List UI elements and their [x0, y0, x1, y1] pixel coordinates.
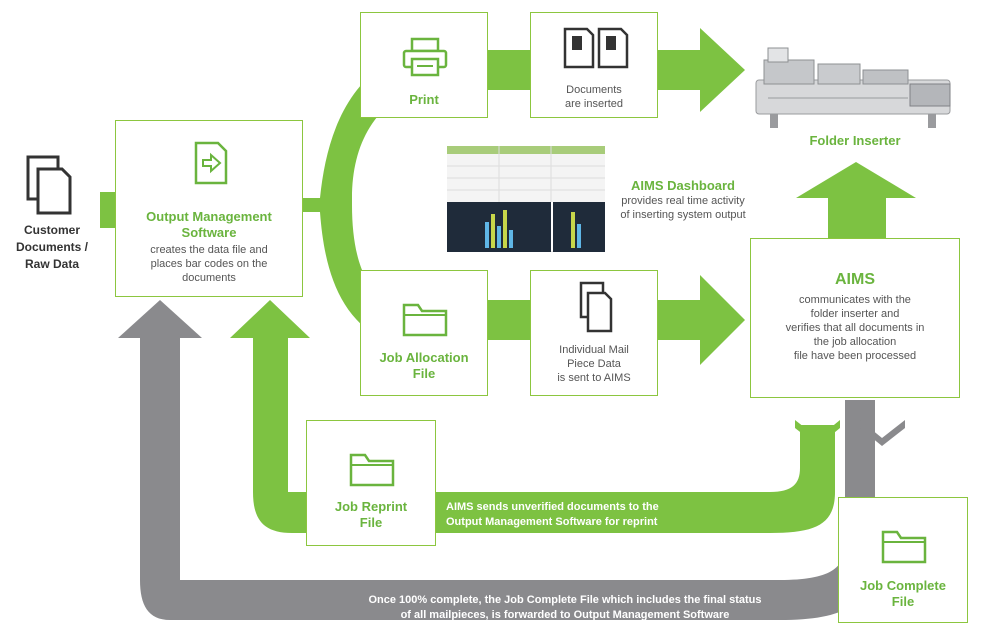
folder-inserter-machine-icon — [755, 47, 951, 128]
up-arrow-head — [796, 162, 916, 198]
document-pair-icon — [563, 27, 629, 69]
top-arrow-head — [700, 28, 745, 112]
folder-icon — [402, 303, 448, 337]
print-title: Print — [409, 92, 439, 107]
green-reprint-arrow — [230, 300, 835, 533]
dashboard-label: AIMS Dashboard provides real time activi… — [620, 178, 746, 221]
green-down-chevron — [795, 420, 840, 446]
middle-arrow-head — [700, 275, 745, 365]
complete-text: Once 100% complete, the Job Complete Fil… — [368, 594, 762, 621]
aims-title: AIMS — [835, 271, 875, 288]
printer-icon — [402, 37, 448, 77]
documents-icon — [26, 155, 72, 215]
gray-down-chevron — [860, 420, 905, 446]
up-arrow-shaft — [828, 195, 886, 240]
dashboard-screenshot — [447, 146, 605, 252]
print-box: Print — [360, 12, 488, 118]
file-arrow-icon — [194, 141, 228, 185]
folder-inserter-label: Folder Inserter — [809, 133, 901, 148]
gray-return-arrow — [118, 300, 875, 620]
documents-icon — [579, 281, 613, 333]
folder-icon — [881, 530, 927, 564]
folder-icon — [349, 453, 395, 487]
